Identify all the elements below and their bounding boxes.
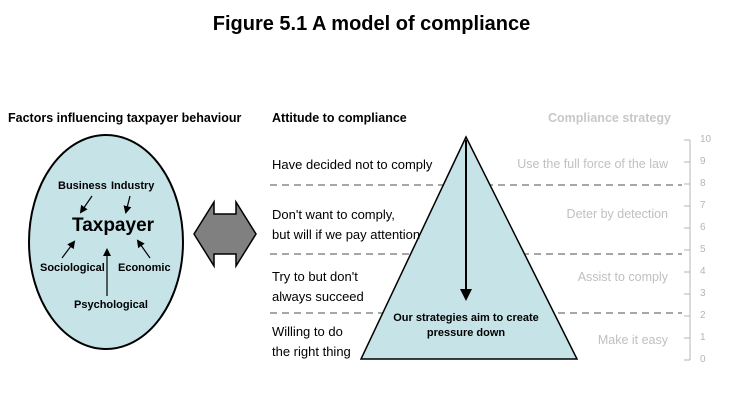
taxpayer-label: Taxpayer: [72, 215, 155, 236]
attitude-level-2: Don't want to comply, but will if we pay…: [272, 205, 420, 245]
attitude-level-3: Try to but don't always succeed: [272, 267, 364, 307]
strategy-2: Deter by detection: [566, 207, 668, 221]
compliance-pyramid: [359, 135, 579, 360]
strategy-4: Make it easy: [597, 333, 668, 347]
attitude-level-2-line1: Don't want to comply,: [272, 207, 395, 222]
attitude-level-3-line1: Try to but don't: [272, 269, 358, 284]
scale-6: 6: [700, 222, 706, 233]
scale-9: 9: [700, 156, 706, 167]
attitude-level-1-line1: Have decided not to comply: [272, 157, 433, 172]
strategy-heading: Compliance strategy: [548, 111, 671, 125]
industry-arrow: [123, 195, 132, 214]
attitude-level-1: Have decided not to comply: [272, 155, 432, 175]
factors-heading: Factors influencing taxpayer behaviour: [8, 111, 242, 125]
pyramid-label: Our strategies aim to create pressure do…: [386, 311, 546, 341]
economic-arrow: [136, 239, 151, 259]
business-arrow: [79, 195, 93, 214]
scale-7: 7: [700, 200, 706, 211]
factor-business: Business: [58, 180, 107, 192]
pyramid-label-line2: pressure down: [426, 327, 506, 339]
scale-10: 10: [700, 134, 712, 145]
attitude-level-4-line1: Willing to do: [272, 324, 343, 339]
scale-3: 3: [700, 288, 706, 299]
attitude-level-4: Willing to do the right thing: [272, 322, 351, 362]
compliance-scale: [684, 139, 691, 361]
scale-8: 8: [700, 178, 706, 189]
factor-economic: Economic: [118, 262, 171, 274]
strategy-3: Assist to comply: [577, 270, 668, 284]
double-arrow: [193, 199, 257, 269]
scale-4: 4: [700, 266, 706, 277]
pyramid-label-line1: Our strategies aim to create: [393, 312, 539, 324]
scale-0: 0: [700, 354, 706, 365]
scale-2: 2: [700, 310, 706, 321]
sociological-arrow: [61, 240, 76, 259]
factor-sociological: Sociological: [40, 262, 105, 274]
attitude-heading: Attitude to compliance: [272, 111, 407, 125]
figure-title: Figure 5.1 A model of compliance: [212, 13, 531, 35]
factor-psychological: Psychological: [74, 299, 148, 311]
strategy-1: Use the full force of the law: [517, 157, 668, 171]
scale-1: 1: [700, 332, 706, 343]
taxpayer-ellipse: [28, 134, 184, 350]
factor-industry: Industry: [111, 180, 155, 192]
attitude-level-4-line2: the right thing: [272, 344, 351, 359]
scale-5: 5: [700, 244, 706, 255]
attitude-level-3-line2: always succeed: [272, 289, 364, 304]
attitude-level-2-line2: but will if we pay attention: [272, 227, 421, 242]
